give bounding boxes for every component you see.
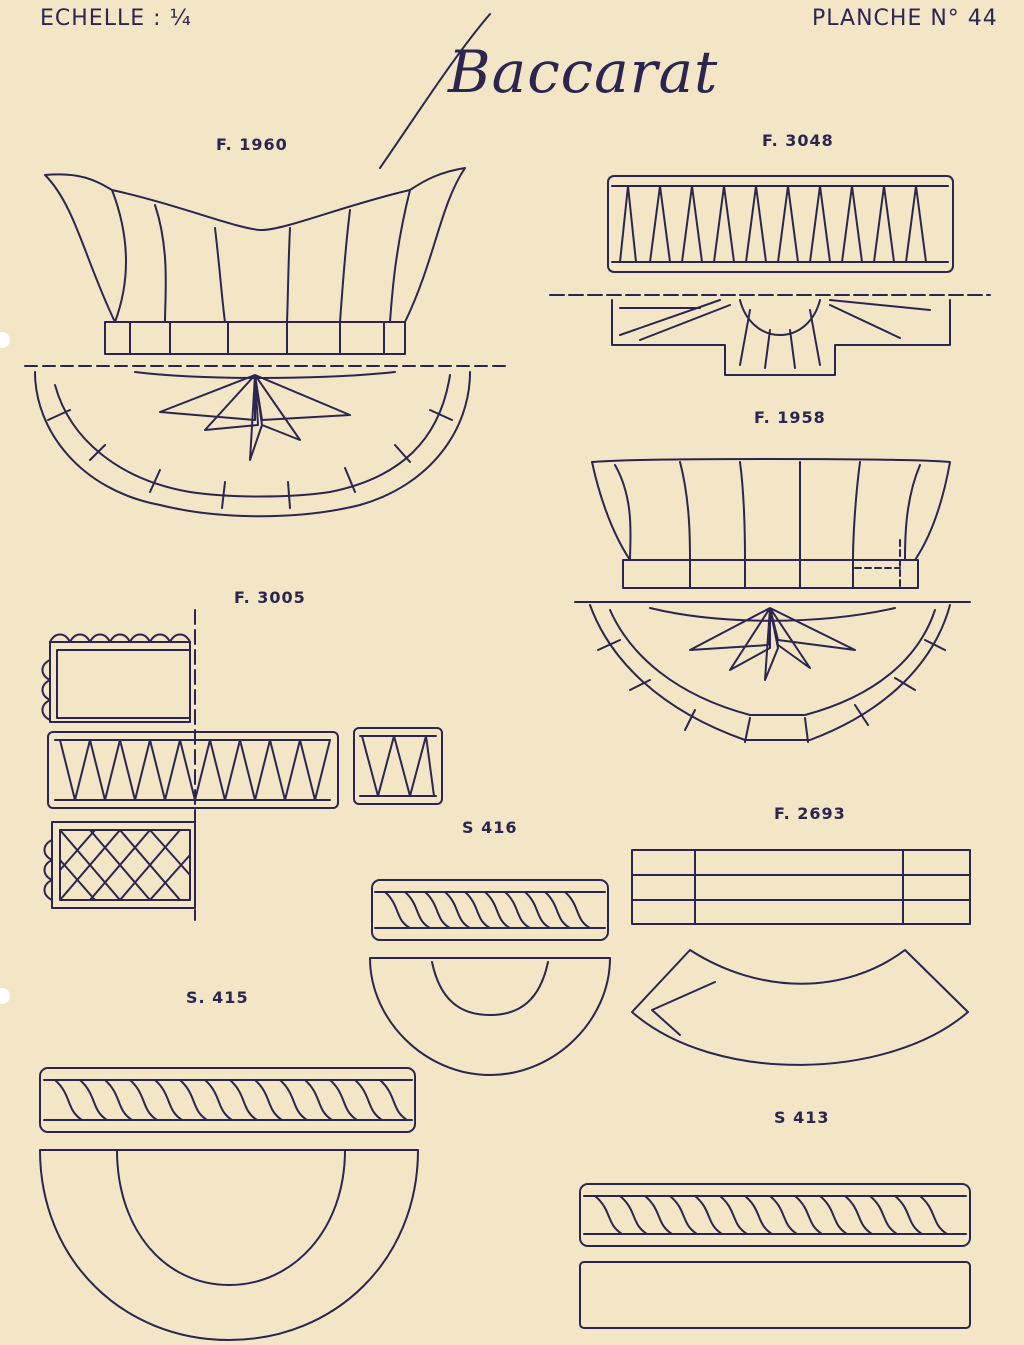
drawing-f2693	[631, 849, 971, 1066]
drawing-f1958-elevation	[591, 458, 951, 589]
model-label: F. 1958	[754, 408, 826, 427]
drawing-s413	[579, 1183, 971, 1329]
plate-number: PLANCHE N° 44	[812, 6, 998, 31]
drawing-f3048-plan	[549, 294, 991, 376]
drawing-f1960-elevation	[44, 167, 466, 355]
drawing-s416	[369, 879, 611, 1076]
punch-hole	[0, 332, 10, 348]
drawing-f3048-elevation	[607, 175, 954, 273]
model-label: S 416	[462, 818, 518, 837]
drawing-f1958-plan	[574, 601, 971, 743]
drawing-f3005	[41, 609, 443, 921]
model-label: F. 2693	[774, 804, 846, 823]
punch-hole	[0, 988, 10, 1004]
model-label: S 413	[774, 1108, 830, 1127]
brand-logo: Baccarat	[448, 38, 719, 106]
model-label: F. 3048	[762, 131, 834, 150]
logo-flourish	[379, 13, 491, 169]
scale-label: ECHELLE : ¼	[40, 6, 192, 31]
drawing-s415	[39, 1067, 419, 1341]
model-label: S. 415	[186, 988, 249, 1007]
model-label: F. 1960	[216, 135, 288, 154]
model-label: F. 3005	[234, 588, 306, 607]
drawing-f1960-plan	[24, 365, 506, 518]
